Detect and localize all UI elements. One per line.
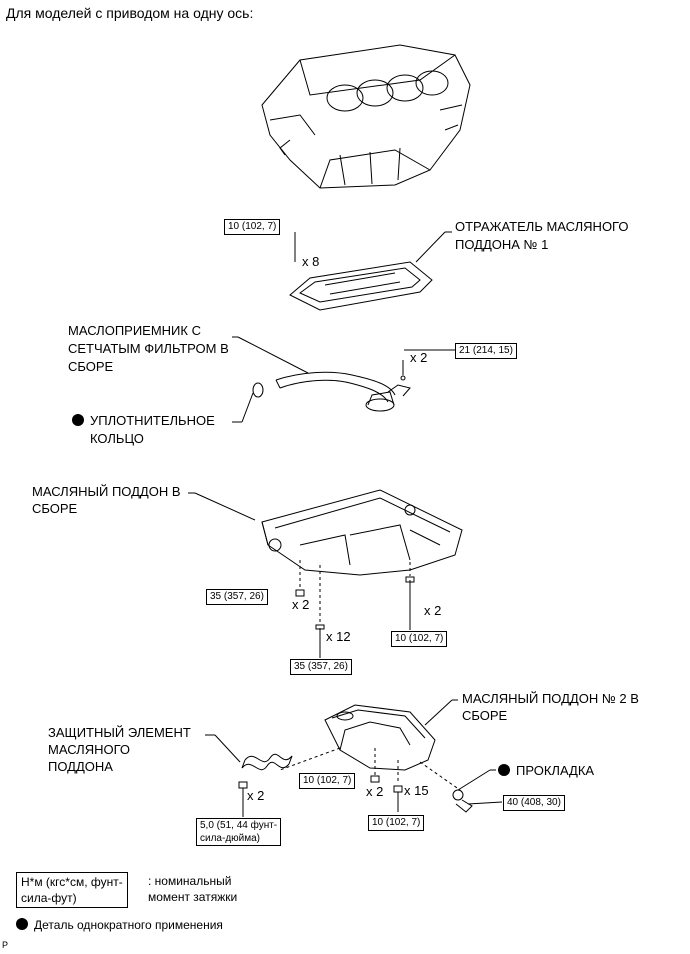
oil-pan-protector-illustration — [205, 734, 293, 817]
torque-box-pan2-nut: 10 (102, 7) — [299, 773, 356, 789]
label-gasket: ПРОКЛАДКА — [498, 762, 594, 780]
qty-pan2-nuts: x 2 — [366, 784, 384, 799]
label-protector-line2: МАСЛЯНОГО — [48, 742, 131, 757]
legend-one-time: Деталь однократного применения — [16, 916, 223, 934]
page-header: Для моделей с приводом на одну ось: — [6, 5, 254, 21]
legend-unit-desc-line2: момент затяжки — [148, 890, 238, 904]
label-protector-line1: ЗАЩИТНЫЙ ЭЛЕМЕНТ — [48, 725, 191, 740]
qty-pan-studs: x 2 — [292, 597, 310, 612]
qty-deflector-bolts: x 8 — [302, 254, 320, 269]
legend-unit-desc-line1: : номинальный — [148, 874, 232, 888]
torque-protector-line1: 5,0 (51, 44 фунт- — [200, 820, 278, 831]
engine-block-illustration — [261, 44, 471, 189]
torque-box-pan-long-bolt: 10 (102, 7) — [391, 631, 448, 647]
legend-unit-line1: Н*м (кгс*см, фунт- — [21, 875, 123, 889]
qty-strainer-bolts: x 2 — [410, 350, 428, 365]
label-oring-text: УПЛОТНИТЕЛЬНОЕ — [90, 413, 215, 428]
legend-one-time-text: Деталь однократного применения — [34, 918, 223, 932]
oil-pan-no2-illustration — [279, 699, 503, 813]
torque-box-pan-stud: 35 (357, 26) — [206, 589, 268, 605]
qty-pan-bolts: x 12 — [326, 629, 351, 644]
label-oil-pan2-line1: МАСЛЯНЫЙ ПОДДОН № 2 В — [462, 691, 639, 706]
label-strainer-line1: МАСЛОПРИЕМНИК С — [68, 323, 201, 338]
oil-pan-deflector-illustration — [289, 231, 452, 311]
torque-box-strainer: 21 (214, 15) — [455, 343, 517, 359]
legend-unit-box: Н*м (кгс*см, фунт- сила-фут) — [16, 872, 128, 908]
torque-box-pan-bolt: 35 (357, 26) — [290, 659, 352, 675]
qty-pan2-bolts: x 15 — [404, 783, 429, 798]
torque-protector-line2: сила-дюйма) — [200, 833, 260, 844]
torque-box-protector: 5,0 (51, 44 фунт- сила-дюйма) — [196, 818, 282, 846]
qty-protector-bolts: x 2 — [247, 788, 265, 803]
label-oil-pan-line2: СБОРЕ — [32, 501, 78, 516]
label-deflector-line2: ПОДДОНА № 1 — [455, 237, 549, 252]
label-deflector-line1: ОТРАЖАТЕЛЬ МАСЛЯНОГО — [455, 219, 629, 234]
one-time-use-icon — [498, 764, 510, 776]
corner-mark: P — [2, 940, 9, 950]
label-oil-pan2-line2: СБОРЕ — [462, 708, 508, 723]
qty-pan-long-bolts: x 2 — [424, 603, 442, 618]
torque-box-drain-plug: 40 (408, 30) — [503, 795, 565, 811]
legend-unit-line2: сила-фут) — [21, 891, 77, 905]
oil-strainer-illustration — [232, 336, 411, 423]
label-strainer-line2: СЕТЧАТЫМ ФИЛЬТРОМ В — [68, 341, 229, 356]
label-oring-line2: КОЛЬЦО — [90, 431, 144, 446]
legend-unit-desc: : номинальный момент затяжки — [148, 873, 237, 905]
label-protector-line3: ПОДДОНА — [48, 759, 113, 774]
label-oil-pan-line1: МАСЛЯНЫЙ ПОДДОН В — [32, 484, 181, 499]
one-time-use-icon — [16, 918, 28, 930]
label-oring-line1: УПЛОТНИТЕЛЬНОЕ — [72, 412, 215, 430]
label-gasket-text: ПРОКЛАДКА — [516, 763, 595, 778]
label-strainer-line3: СБОРЕ — [68, 359, 114, 374]
one-time-use-icon — [72, 414, 84, 426]
torque-box-pan2-bolt: 10 (102, 7) — [368, 815, 425, 831]
torque-box-deflector: 10 (102, 7) — [224, 219, 281, 235]
oil-pan-illustration — [188, 489, 463, 658]
